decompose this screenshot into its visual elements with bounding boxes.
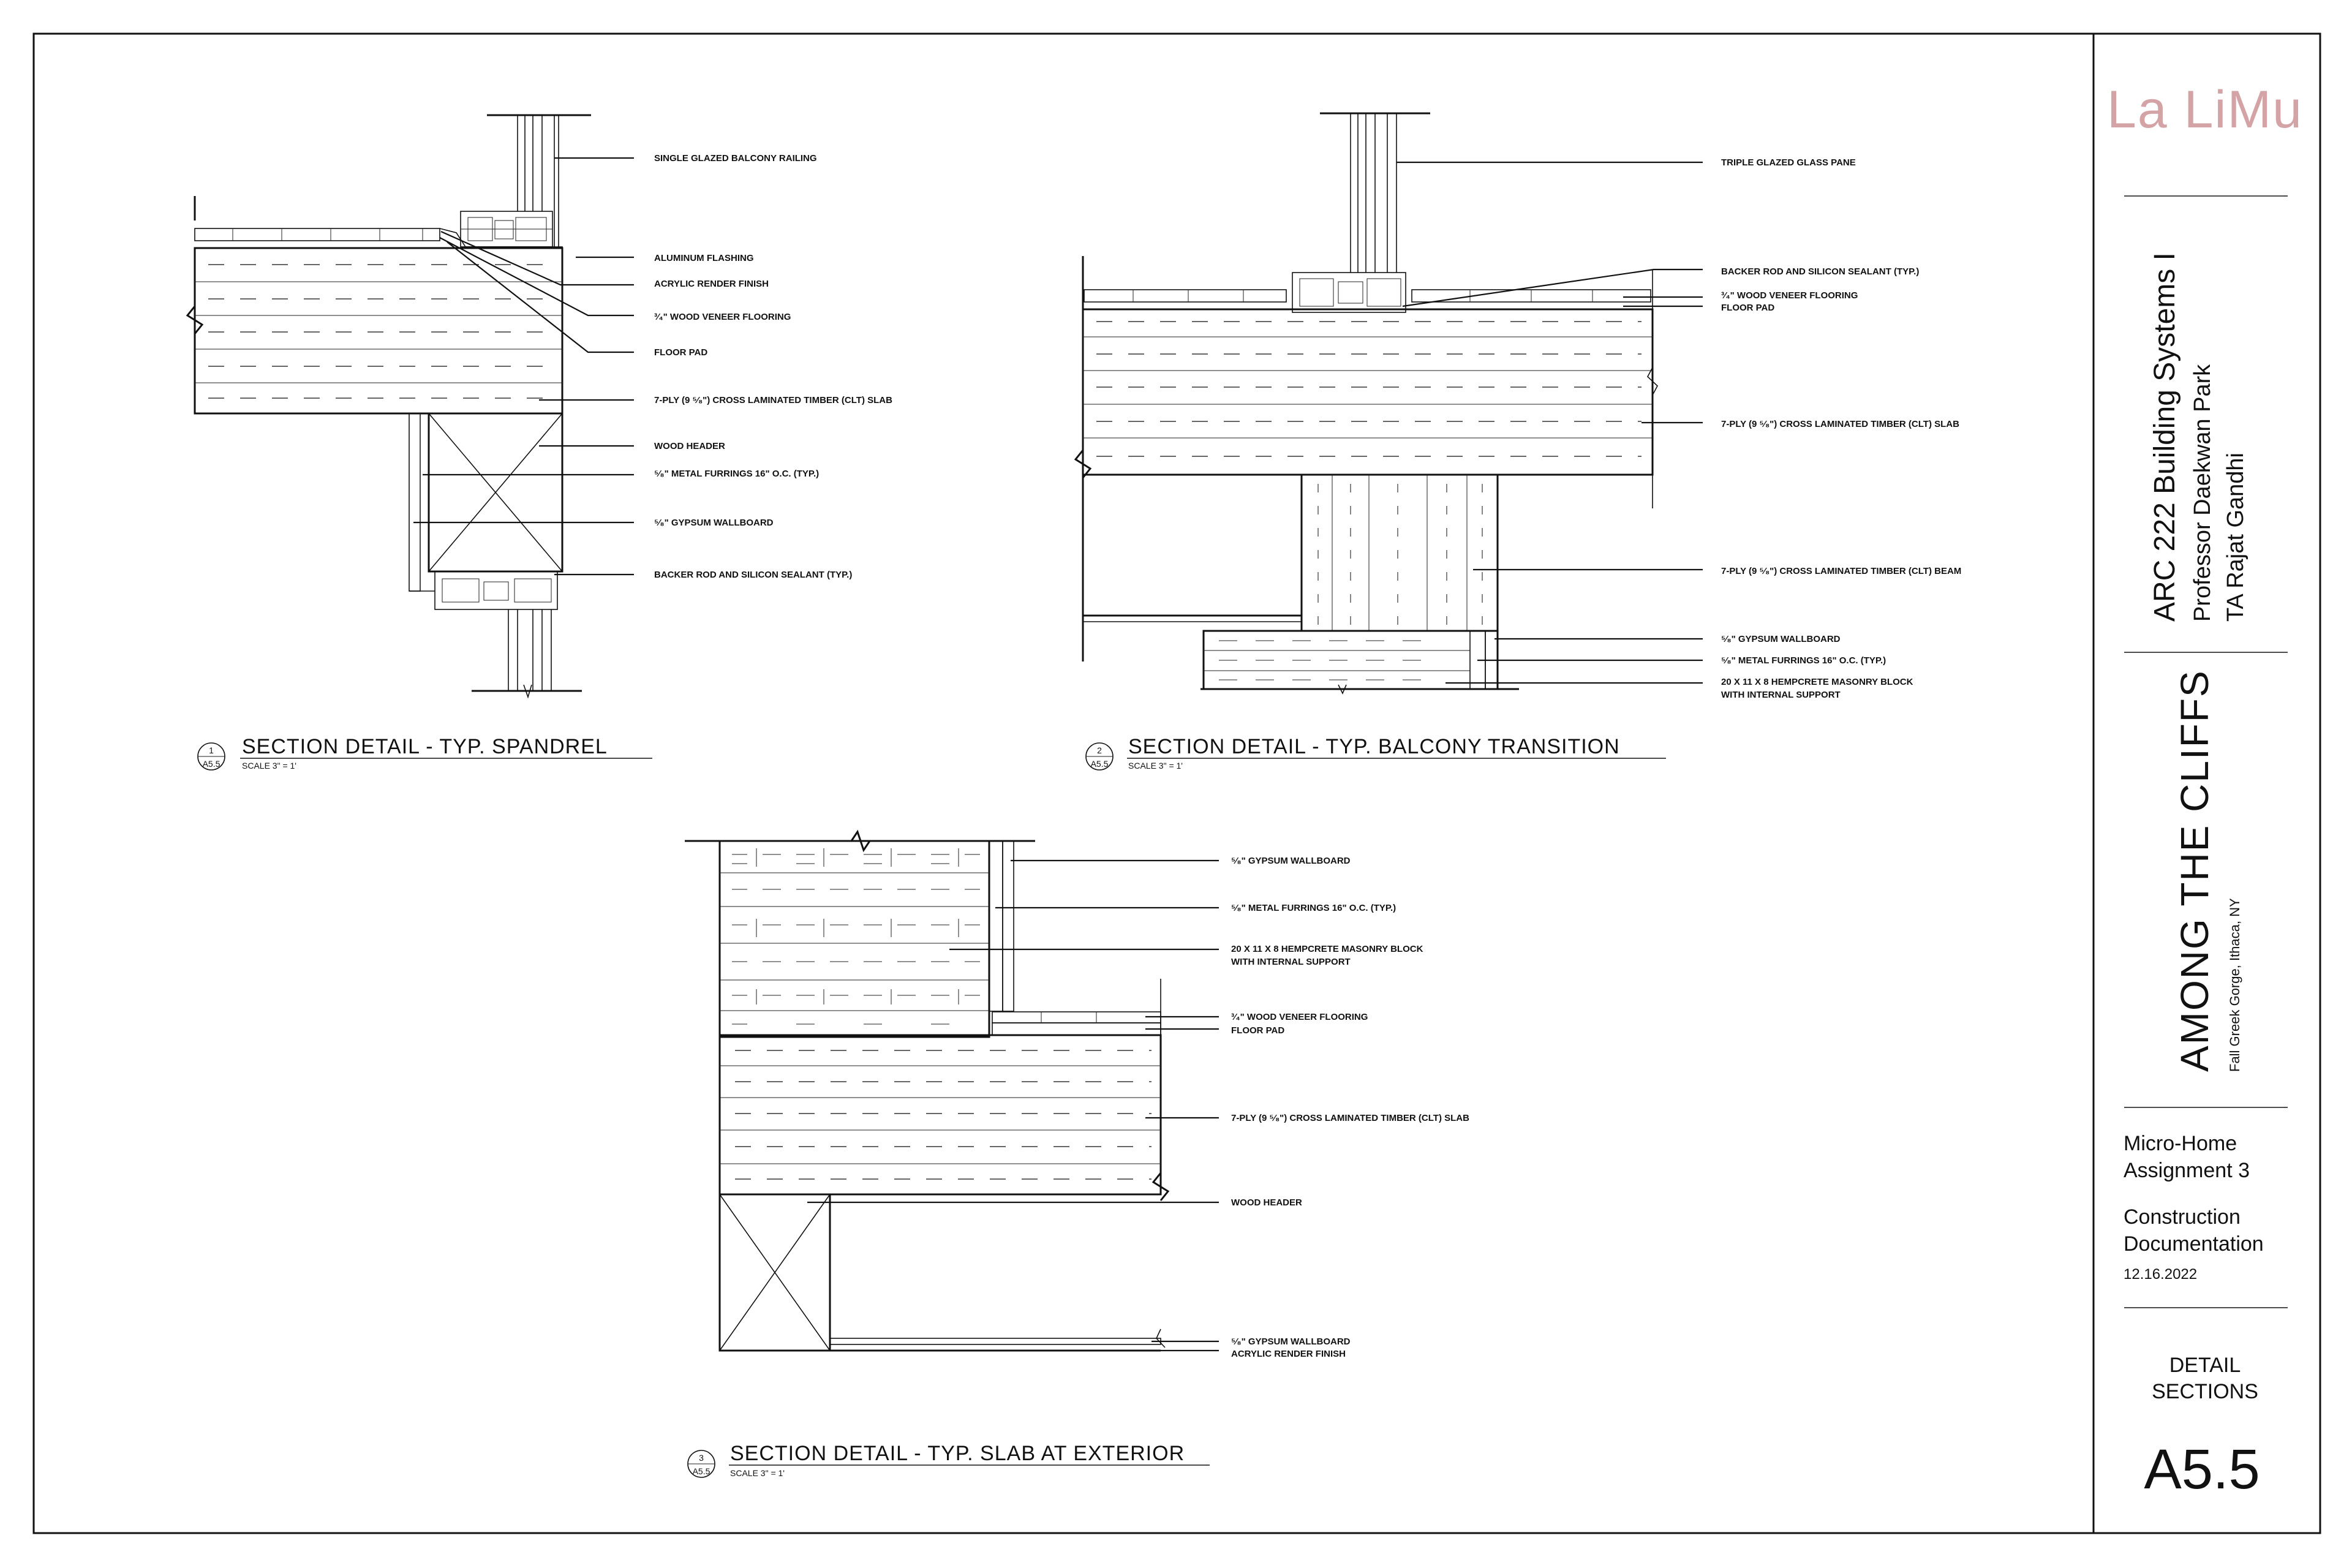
detail-3-note: ACRYLIC RENDER FINISH <box>1231 1349 1346 1359</box>
detail-1-note: SINGLE GLAZED BALCONY RAILING <box>654 153 817 164</box>
detail-1-note: 7-PLY (9 ⁵⁄₈") CROSS LAMINATED TIMBER (C… <box>654 395 892 405</box>
detail-1-sheet-ref: A5.5 <box>203 759 221 769</box>
project-location: Fall Greek Gorge, Ithaca, NY <box>2227 898 2242 1072</box>
detail-1-note: ⁵⁄₈" METAL FURRINGS 16" O.C. (TYP.) <box>654 469 819 479</box>
detail-2-note: ³⁄₄" WOOD VENEER FLOORING <box>1721 290 1858 301</box>
detail-3-drawing <box>685 829 1219 1352</box>
issue-date: 12.16.2022 <box>2124 1266 2197 1283</box>
detail-2-notes: TRIPLE GLAZED GLASS PANE BACKER ROD AND … <box>1721 157 1961 700</box>
detail-2-title-block: 2 A5.5 SECTION DETAIL - TYP. BALCONY TRA… <box>1085 735 1666 771</box>
detail-2-note: BACKER ROD AND SILICON SEALANT (TYP.) <box>1721 266 1919 277</box>
sheet-title-line-1: DETAIL <box>2169 1354 2241 1377</box>
detail-3-title: SECTION DETAIL - TYP. SLAB AT EXTERIOR <box>730 1442 1185 1465</box>
firm-logo: La LiMu <box>2107 80 2303 139</box>
detail-2-sheet-ref: A5.5 <box>1091 759 1109 769</box>
detail-1-scale: SCALE 3" = 1' <box>242 761 296 771</box>
detail-2-scale: SCALE 3" = 1' <box>1128 761 1183 771</box>
detail-1-number: 1 <box>209 745 214 755</box>
detail-3-note: WOOD HEADER <box>1231 1197 1302 1208</box>
title-block: La LiMu ARC 222 Building Systems I Profe… <box>2107 80 2303 1501</box>
detail-2-note: FLOOR PAD <box>1721 303 1774 313</box>
detail-3-title-block: 3 A5.5 SECTION DETAIL - TYP. SLAB AT EXT… <box>687 1442 1210 1478</box>
detail-1-drawing <box>186 114 634 699</box>
assignment-line-2: Assignment 3 <box>2124 1159 2250 1182</box>
detail-2-note: 7-PLY (9 ⁵⁄₈") CROSS LAMINATED TIMBER (C… <box>1721 419 1959 429</box>
detail-2-note: ⁵⁄₈" GYPSUM WALLBOARD <box>1721 634 1841 644</box>
sheet-border <box>32 32 2321 1534</box>
detail-3-note: 20 X 11 X 8 HEMPCRETE MASONRY BLOCK <box>1231 944 1423 954</box>
detail-1-notes: SINGLE GLAZED BALCONY RAILING ALUMINUM F… <box>654 153 892 580</box>
detail-1-title: SECTION DETAIL - TYP. SPANDREL <box>242 735 608 758</box>
detail-1-note: ALUMINUM FLASHING <box>654 253 753 263</box>
sheet-title-line-2: SECTIONS <box>2152 1380 2258 1403</box>
detail-3-note: ⁵⁄₈" GYPSUM WALLBOARD <box>1231 856 1351 866</box>
detail-1-note: ³⁄₄" WOOD VENEER FLOORING <box>654 312 791 322</box>
phase-line-1: Construction <box>2124 1205 2241 1229</box>
phase-line-2: Documentation <box>2124 1232 2264 1256</box>
detail-2-note: ⁵⁄₈" METAL FURRINGS 16" O.C. (TYP.) <box>1721 655 1886 666</box>
detail-2-title: SECTION DETAIL - TYP. BALCONY TRANSITION <box>1128 735 1620 758</box>
detail-1-note: ⁵⁄₈" GYPSUM WALLBOARD <box>654 518 774 528</box>
project-name: AMONG THE CLIFFS <box>2173 669 2217 1072</box>
assignment-line-1: Micro-Home <box>2124 1132 2237 1155</box>
detail-3-note: WITH INTERNAL SUPPORT <box>1231 957 1351 967</box>
detail-2-note: 20 X 11 X 8 HEMPCRETE MASONRY BLOCK <box>1721 677 1913 687</box>
detail-3-note: ⁵⁄₈" METAL FURRINGS 16" O.C. (TYP.) <box>1231 903 1396 913</box>
course-name: ARC 222 Building Systems I <box>2149 252 2181 622</box>
detail-1-note: BACKER ROD AND SILICON SEALANT (TYP.) <box>654 570 852 580</box>
professor-name: Professor Daekwan Park <box>2190 364 2215 622</box>
detail-3-note: FLOOR PAD <box>1231 1025 1284 1036</box>
detail-1-title-block: 1 A5.5 SECTION DETAIL - TYP. SPANDREL SC… <box>197 735 652 771</box>
detail-1-note: ACRYLIC RENDER FINISH <box>654 279 769 289</box>
ta-name: TA Rajat Gandhi <box>2223 453 2248 622</box>
detail-1-note: WOOD HEADER <box>654 441 725 451</box>
detail-2-note: WITH INTERNAL SUPPORT <box>1721 690 1841 700</box>
detail-3-note: 7-PLY (9 ⁵⁄₈") CROSS LAMINATED TIMBER (C… <box>1231 1113 1469 1123</box>
detail-2-number: 2 <box>1097 745 1102 755</box>
sheet-number: A5.5 <box>2144 1438 2260 1501</box>
detail-3-sheet-ref: A5.5 <box>693 1466 710 1476</box>
detail-2-drawing <box>1074 112 1703 695</box>
detail-3-note: ³⁄₄" WOOD VENEER FLOORING <box>1231 1012 1368 1022</box>
detail-3-scale: SCALE 3" = 1' <box>730 1468 785 1478</box>
detail-2-note: 7-PLY (9 ⁵⁄₈") CROSS LAMINATED TIMBER (C… <box>1721 566 1961 576</box>
detail-3-number: 3 <box>699 1453 704 1463</box>
detail-1-note: FLOOR PAD <box>654 347 707 358</box>
detail-3-note: ⁵⁄₈" GYPSUM WALLBOARD <box>1231 1336 1351 1347</box>
detail-3-notes: ⁵⁄₈" GYPSUM WALLBOARD ⁵⁄₈" METAL FURRING… <box>1231 856 1469 1359</box>
detail-2-note: TRIPLE GLAZED GLASS PANE <box>1721 157 1856 168</box>
